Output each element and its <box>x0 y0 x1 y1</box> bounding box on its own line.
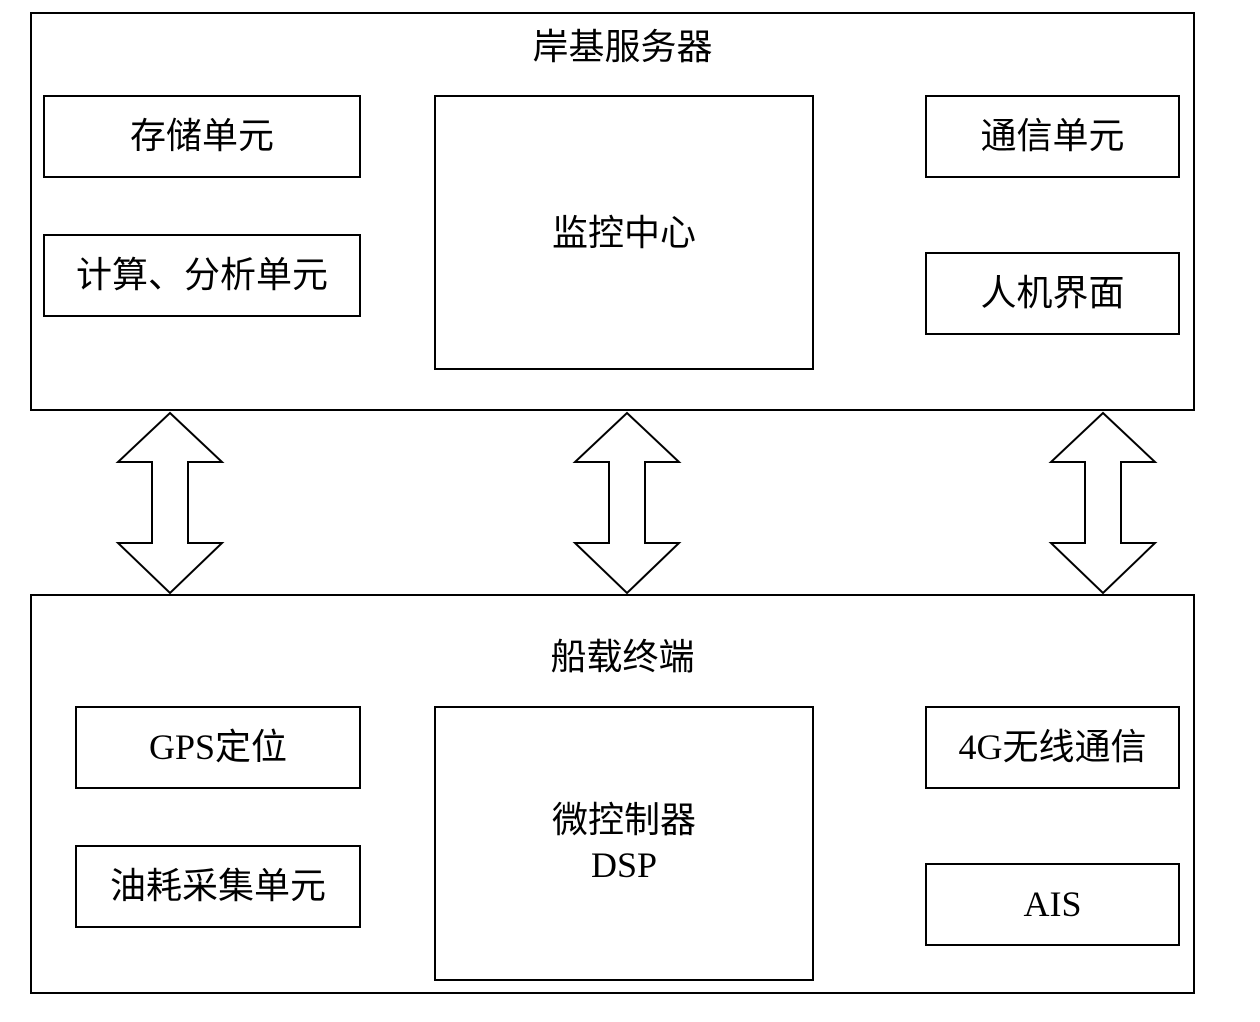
gps-positioning-box: GPS定位 <box>75 706 361 789</box>
shore-server-title: 岸基服务器 <box>532 27 713 68</box>
4g-wireless-box: 4G无线通信 <box>925 706 1180 789</box>
communication-unit-box: 通信单元 <box>925 95 1180 178</box>
fuel-collection-unit-box: 油耗采集单元 <box>75 845 361 928</box>
microcontroller-label: 微控制器 <box>551 800 696 841</box>
storage-unit-box: 存储单元 <box>43 95 361 178</box>
ais-box: AIS <box>925 863 1180 946</box>
dsp-label: DSP <box>590 845 658 885</box>
left-double-arrow <box>115 411 225 595</box>
center-double-arrow <box>572 411 682 595</box>
monitoring-center-box: 监控中心 <box>434 95 814 370</box>
microcontroller-label-stack: 微控制器 DSP <box>552 798 696 888</box>
ship-terminal-title: 船载终端 <box>550 637 695 678</box>
right-double-arrow <box>1048 411 1158 595</box>
microcontroller-dsp-box: 微控制器 DSP <box>434 706 814 981</box>
human-machine-interface-box: 人机界面 <box>925 252 1180 335</box>
compute-analysis-unit-box: 计算、分析单元 <box>43 234 361 317</box>
